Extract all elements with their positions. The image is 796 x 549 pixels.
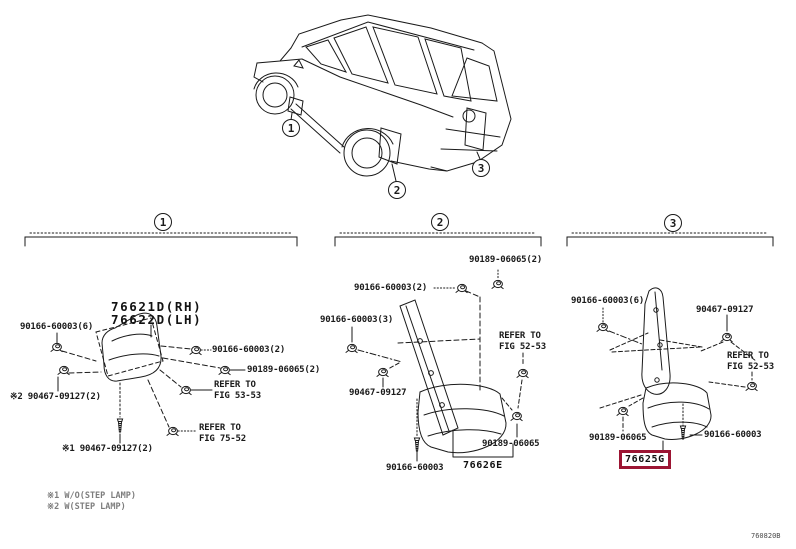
part-number-label[interactable]: 90467-09127 — [349, 388, 407, 398]
refer-note: REFER TO FIG 75-52 — [199, 423, 246, 444]
refer-note: REFER TO FIG 52-53 — [727, 351, 774, 372]
part-number-76621D-76622D[interactable]: 76621D(RH) 76622D(LH) — [111, 299, 203, 327]
mid-mudguard — [378, 127, 402, 165]
part-number-label[interactable]: 90166-60003 — [704, 430, 762, 440]
clip-icon — [455, 283, 468, 294]
clip-icon — [720, 332, 733, 343]
part-number-label[interactable]: 90166-60003(3) — [320, 315, 394, 325]
part-number-label[interactable]: ※2 90467-09127(2) — [10, 392, 101, 402]
part-number-label[interactable]: 90166-60003 — [386, 463, 444, 473]
clip-icon — [179, 385, 192, 396]
vehicle-callout-2: 2 — [388, 181, 406, 199]
front-mudguard-diagram — [50, 312, 246, 444]
footnote-1: ※1 W/O(STEP LAMP) — [47, 491, 137, 501]
rear-mudguard-diagram — [596, 287, 758, 451]
nut-icon — [510, 411, 523, 422]
part-number-label[interactable]: 90189-06065(2) — [469, 255, 543, 265]
footnote-2: ※2 W(STEP LAMP) — [47, 502, 126, 512]
rear-front-mudguard-diagram — [345, 269, 529, 462]
section-brackets — [24, 232, 774, 247]
clip-icon — [57, 365, 70, 376]
clip-icon — [345, 343, 358, 354]
refer-note: REFER TO FIG 53-53 — [214, 380, 261, 401]
clip-icon — [218, 365, 231, 376]
screw-icon — [116, 418, 124, 433]
part-number-label[interactable]: 90189-06065 — [589, 433, 647, 443]
part-number-label[interactable]: 90189-06065(2) — [247, 365, 321, 375]
rear-mudguard — [464, 107, 487, 151]
section-1-number: 1 — [154, 213, 172, 231]
figure-code: 760820B — [751, 532, 781, 540]
section-2-number: 2 — [431, 213, 449, 231]
part-number-label[interactable]: 90189-06065 — [482, 439, 540, 449]
highlighted-part-number-76625G[interactable]: 76625G — [619, 450, 671, 469]
vehicle-callout-3: 3 — [472, 159, 490, 177]
part-number-label[interactable]: 90166-60003(2) — [354, 283, 428, 293]
clip-icon — [50, 342, 63, 353]
front-mudguard — [287, 96, 304, 116]
part-number-label[interactable]: 90166-60003(2) — [212, 345, 286, 355]
nut-icon — [491, 279, 504, 290]
nut-icon — [616, 406, 629, 417]
emblem — [462, 109, 476, 123]
clip-icon — [516, 368, 529, 379]
part-number-label[interactable]: 90467-09127 — [696, 305, 754, 315]
part-number-label[interactable]: ※1 90467-09127(2) — [62, 444, 153, 454]
screw-icon — [679, 425, 687, 440]
clip-icon — [596, 322, 609, 333]
clip-icon — [745, 381, 758, 392]
part-number-label[interactable]: 90166-60003(6) — [20, 322, 94, 332]
part-number-label[interactable]: 90166-60003(6) — [571, 296, 645, 306]
front-wheel — [255, 75, 295, 115]
rear-wheel — [343, 129, 391, 177]
mirror — [293, 59, 304, 69]
clip-icon — [166, 426, 179, 437]
screw-icon — [413, 437, 421, 452]
section-3-number: 3 — [664, 214, 682, 232]
vehicle-drawing — [253, 14, 512, 182]
part-number-76626E[interactable]: 76626E — [463, 460, 503, 471]
clip-icon — [376, 367, 389, 378]
clip-icon — [189, 345, 202, 356]
refer-note: REFER TO FIG 52-53 — [499, 331, 546, 352]
vehicle-callout-1: 1 — [282, 119, 300, 137]
